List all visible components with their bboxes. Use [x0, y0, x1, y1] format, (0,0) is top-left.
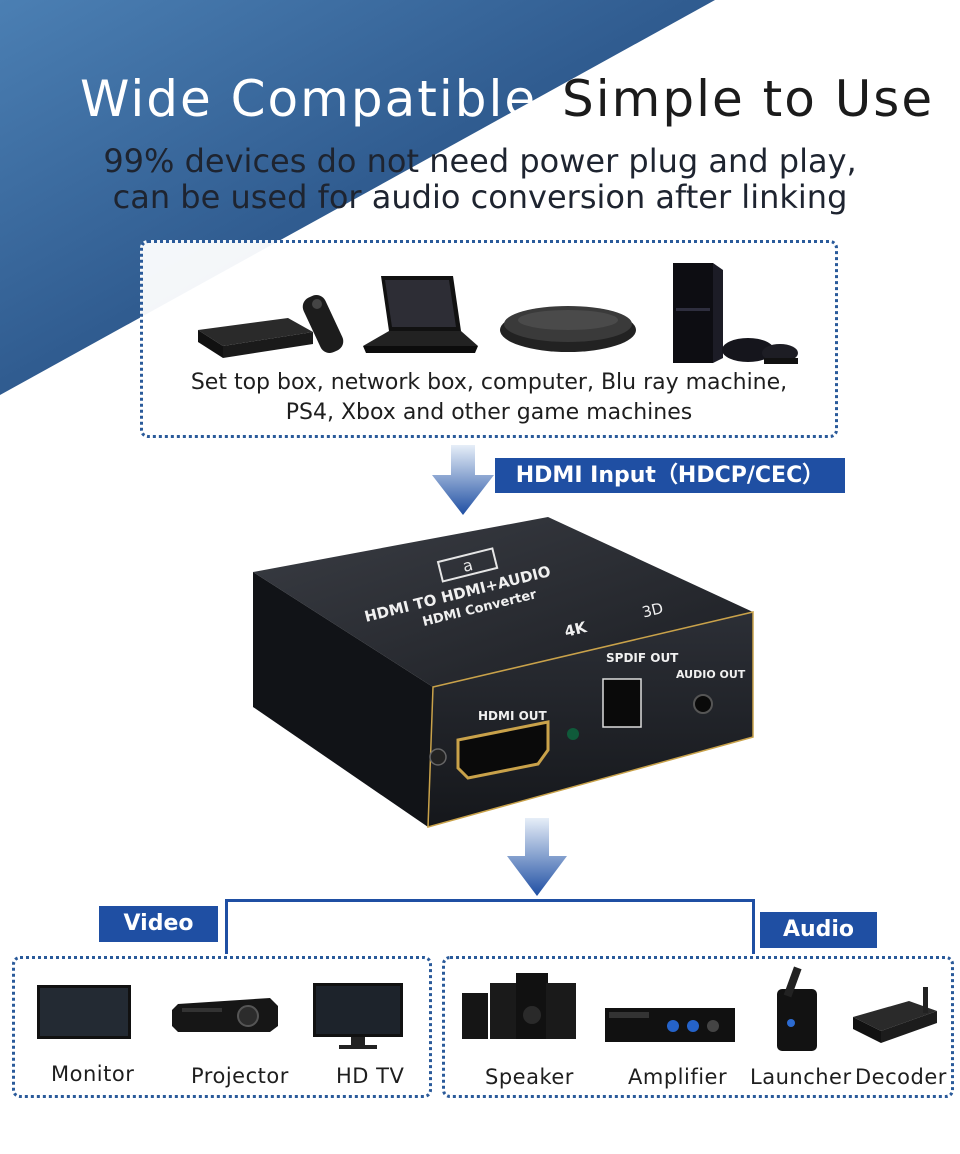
audio-label: Audio — [760, 912, 877, 948]
audio-device-label-speaker: Speaker — [485, 1065, 574, 1089]
projector-icon — [172, 998, 278, 1032]
title-simple-to-use: Simple to Use — [562, 70, 935, 128]
audio-jack-icon — [693, 694, 713, 714]
badge-3d: 3D — [640, 599, 665, 622]
amplifier-icon — [605, 1008, 735, 1042]
subtitle-line-1: 99% devices do not need power plug and p… — [103, 142, 857, 180]
audio-device-label-launcher: Launcher — [750, 1065, 852, 1089]
arrow-down-icon — [432, 445, 494, 515]
video-label: Video — [99, 906, 218, 942]
hdmi-audio-converter-device: a HDMI TO HDMI+AUDIO HDMI Converter 4K 3… — [253, 517, 754, 828]
decoder-icon — [853, 987, 937, 1043]
network-box-icon — [500, 306, 636, 352]
port-label-hdmi-out: HDMI OUT — [478, 709, 548, 723]
audio-device-label-decoder: Decoder — [855, 1065, 947, 1089]
launcher-transmitter-icon — [777, 966, 817, 1051]
sources-caption-line-1: Set top box, network box, computer, Blu … — [190, 370, 788, 395]
monitor-icon — [37, 985, 131, 1039]
hdmi-port-icon — [456, 720, 550, 780]
audio-device-label-amplifier: Amplifier — [628, 1065, 728, 1089]
audio-outputs-panel: Speaker Amplifier Launcher Decoder — [442, 956, 954, 1098]
spdif-port-icon — [602, 678, 642, 728]
source-devices-panel: Set top box, network box, computer, Blu … — [140, 240, 838, 438]
title-wide-compatible: Wide Compatible — [80, 70, 538, 128]
video-device-label-projector: Projector — [191, 1064, 289, 1088]
brand-mark-text: a — [461, 555, 475, 576]
subtitle-line-2: can be used for audio conversion after l… — [112, 178, 848, 216]
set-top-box-icon — [198, 295, 344, 358]
video-device-label-hd-tv: HD TV — [336, 1064, 405, 1088]
speaker-icon — [462, 973, 576, 1039]
badge-4k: 4K — [563, 618, 590, 641]
game-console-icon — [673, 263, 798, 364]
hd-tv-icon — [313, 983, 403, 1049]
port-label-audio-out: AUDIO OUT — [676, 668, 746, 681]
hdmi-input-label: HDMI Input（HDCP/CEC） — [495, 458, 845, 493]
port-label-spdif-out: SPDIF OUT — [606, 651, 679, 665]
status-led-icon — [567, 728, 579, 740]
screw-icon — [429, 748, 447, 766]
sources-caption-line-2: PS4, Xbox and other game machines — [285, 400, 693, 425]
output-bracket — [225, 899, 755, 954]
video-device-label-monitor: Monitor — [51, 1062, 135, 1086]
video-outputs-panel: Monitor Projector HD TV — [12, 956, 432, 1098]
laptop-icon — [363, 276, 478, 353]
arrow-down-output-icon — [507, 818, 567, 896]
